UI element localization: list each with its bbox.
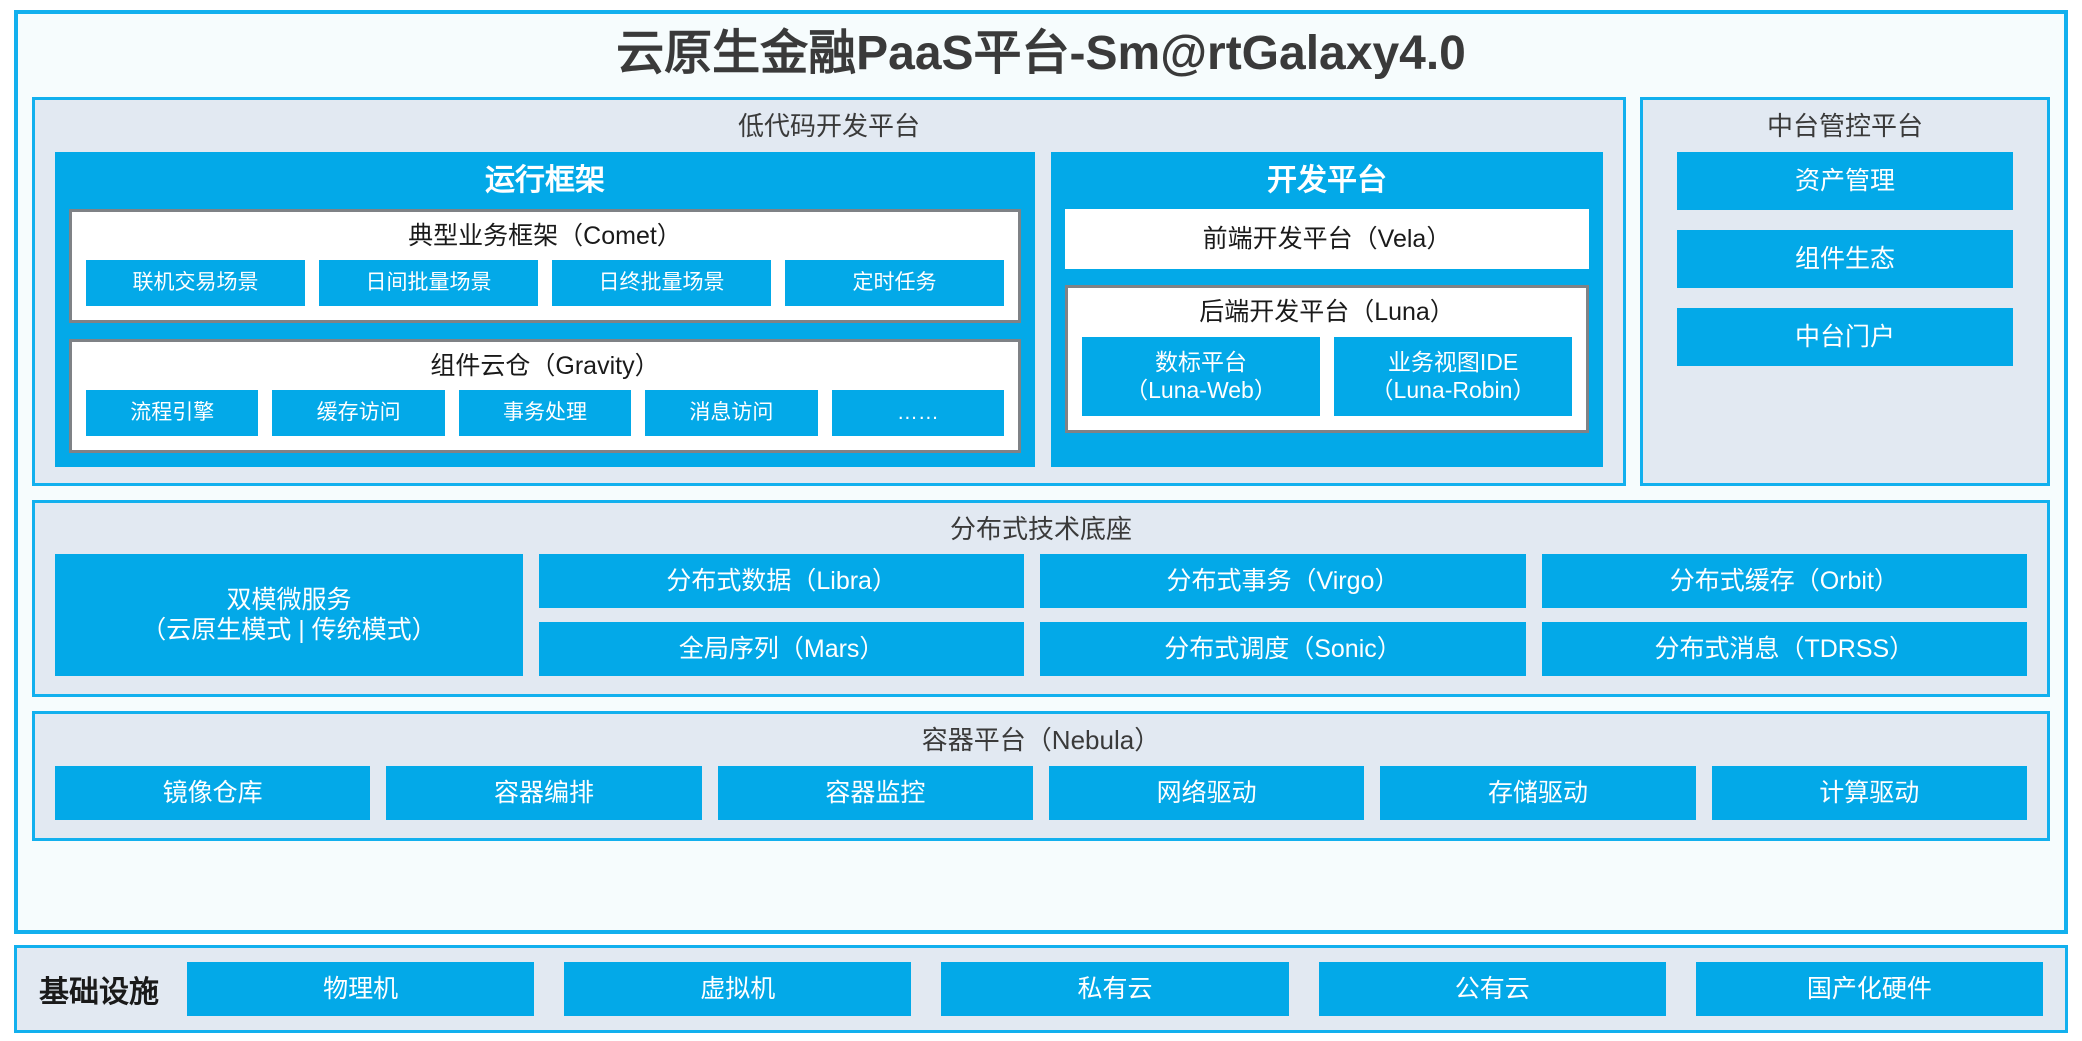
chip-luna-robin-line1: 业务视图IDE: [1387, 349, 1519, 376]
comet-items: 联机交易场景 日间批量场景 日终批量场景 定时任务: [86, 260, 1004, 306]
container-platform-title: 容器平台（Nebula）: [921, 725, 1161, 756]
chip-comet-2[interactable]: 日终批量场景: [552, 260, 771, 306]
dist-microservice-col: 双模微服务 （云原生模式 | 传统模式）: [55, 554, 523, 677]
section-distributed-base: 分布式技术底座 双模微服务 （云原生模式 | 传统模式） 分布式数据（Libra…: [32, 499, 2050, 698]
distributed-base-title: 分布式技术底座: [949, 513, 1132, 544]
gravity-title: 组件云仓（Gravity）: [430, 351, 660, 380]
section-lowcode-platform: 低代码开发平台 运行框架 典型业务框架（Comet） 联机交易场景 日间批量场景…: [32, 96, 1626, 486]
luna-items: 数标平台 （Luna-Web） 业务视图IDE （Luna-Robin）: [1082, 337, 1572, 417]
chip-gravity-0[interactable]: 流程引擎: [86, 390, 259, 436]
chip-infra-4[interactable]: 国产化硬件: [1695, 962, 2044, 1016]
chip-luna-web-line2: （Luna-Web）: [1125, 376, 1277, 403]
card-comet: 典型业务框架（Comet） 联机交易场景 日间批量场景 日终批量场景 定时任务: [69, 208, 1021, 323]
lowcode-platform-body: 运行框架 典型业务框架（Comet） 联机交易场景 日间批量场景 日终批量场景 …: [35, 151, 1623, 467]
luna-title: 后端开发平台（Luna）: [1199, 298, 1455, 327]
chip-nebula-2[interactable]: 容器监控: [717, 766, 1033, 821]
infrastructure-label: 基础设施: [39, 976, 159, 1009]
chip-luna-web[interactable]: 数标平台 （Luna-Web）: [1082, 337, 1320, 417]
container-platform-items: 镜像仓库 容器编排 容器监控 网络驱动 存储驱动 计算驱动: [35, 766, 2047, 824]
chip-infra-1[interactable]: 虚拟机: [564, 962, 912, 1016]
chip-microservice-line2: （云原生模式 | 传统模式）: [141, 616, 437, 645]
chip-nebula-1[interactable]: 容器编排: [386, 766, 702, 821]
chip-nebula-3[interactable]: 网络驱动: [1048, 766, 1365, 821]
page-title: 云原生金融PaaS平台-Sm@rtGalaxy4.0: [616, 27, 1466, 80]
chip-dist-sonic[interactable]: 分布式调度（Sonic）: [1040, 622, 1526, 677]
section-midctrl-platform: 中台管控平台 资产管理 组件生态 中台门户: [1640, 96, 2050, 486]
chip-infra-3[interactable]: 公有云: [1318, 962, 1666, 1016]
development-platform-title: 开发平台: [1267, 163, 1387, 197]
chip-dist-tdrss[interactable]: 分布式消息（TDRSS）: [1541, 622, 2027, 677]
chip-dist-virgo[interactable]: 分布式事务（Virgo）: [1040, 554, 1526, 609]
chip-dist-orbit[interactable]: 分布式缓存（Orbit）: [1541, 554, 2027, 609]
gravity-items: 流程引擎 缓存访问 事务处理 消息访问 ……: [86, 390, 1005, 436]
lowcode-platform-title: 低代码开发平台: [737, 110, 920, 141]
chip-luna-robin[interactable]: 业务视图IDE （Luna-Robin）: [1334, 337, 1572, 417]
top-row: 低代码开发平台 运行框架 典型业务框架（Comet） 联机交易场景 日间批量场景…: [32, 96, 2050, 486]
chip-gravity-2[interactable]: 事务处理: [458, 390, 632, 436]
dist-col-2: 分布式事务（Virgo） 分布式调度（Sonic）: [1040, 554, 1526, 677]
chip-dual-mode-microservice[interactable]: 双模微服务 （云原生模式 | 传统模式）: [55, 554, 523, 677]
dist-col-3: 分布式缓存（Orbit） 分布式消息（TDRSS）: [1541, 554, 2027, 677]
chip-midctrl-1[interactable]: 组件生态: [1677, 229, 2013, 288]
infrastructure-items: 物理机 虚拟机 私有云 公有云 国产化硬件: [187, 962, 2044, 1016]
chip-luna-web-line1: 数标平台: [1154, 349, 1247, 376]
chip-comet-3[interactable]: 定时任务: [785, 260, 1004, 306]
chip-luna-robin-line2: （Luna-Robin）: [1370, 376, 1536, 403]
chip-gravity-3[interactable]: 消息访问: [645, 390, 818, 436]
panel-runtime-framework: 运行框架 典型业务框架（Comet） 联机交易场景 日间批量场景 日终批量场景 …: [55, 151, 1035, 467]
chip-nebula-5[interactable]: 计算驱动: [1711, 766, 2027, 821]
chip-midctrl-0[interactable]: 资产管理: [1677, 151, 2013, 210]
chip-infra-2[interactable]: 私有云: [941, 962, 1289, 1016]
dist-col-1: 分布式数据（Libra） 全局序列（Mars）: [539, 554, 1025, 677]
platform-frame: 云原生金融PaaS平台-Sm@rtGalaxy4.0 低代码开发平台 运行框架 …: [14, 10, 2068, 934]
midctrl-platform-title: 中台管控平台: [1766, 110, 1923, 141]
comet-title: 典型业务框架（Comet）: [408, 221, 682, 250]
chip-dist-libra[interactable]: 分布式数据（Libra）: [539, 554, 1025, 609]
midctrl-items: 资产管理 组件生态 中台门户: [1643, 151, 2047, 366]
card-gravity: 组件云仓（Gravity） 流程引擎 缓存访问 事务处理 消息访问 ……: [69, 338, 1021, 453]
chip-microservice-line1: 双模微服务: [226, 586, 352, 615]
chip-comet-0[interactable]: 联机交易场景: [86, 260, 305, 306]
chip-comet-1[interactable]: 日间批量场景: [319, 260, 538, 306]
section-container-platform: 容器平台（Nebula） 镜像仓库 容器编排 容器监控 网络驱动 存储驱动 计算…: [32, 711, 2050, 842]
card-vela[interactable]: 前端开发平台（Vela）: [1065, 208, 1589, 270]
panel-development-platform: 开发平台 前端开发平台（Vela） 后端开发平台（Luna） 数标平台 （Lun…: [1051, 151, 1603, 467]
chip-gravity-4[interactable]: ……: [831, 390, 1005, 436]
chip-nebula-0[interactable]: 镜像仓库: [55, 766, 371, 821]
runtime-framework-title: 运行框架: [485, 163, 605, 197]
card-luna: 后端开发平台（Luna） 数标平台 （Luna-Web）: [1065, 285, 1589, 434]
chip-infra-0[interactable]: 物理机: [187, 962, 535, 1016]
chip-midctrl-2[interactable]: 中台门户: [1677, 307, 2013, 366]
chip-dist-mars[interactable]: 全局序列（Mars）: [539, 622, 1025, 677]
chip-nebula-4[interactable]: 存储驱动: [1380, 766, 1696, 821]
distributed-base-body: 双模微服务 （云原生模式 | 传统模式） 分布式数据（Libra） 全局序列（M…: [35, 554, 2047, 680]
chip-gravity-1[interactable]: 缓存访问: [272, 390, 445, 436]
section-infrastructure: 基础设施 物理机 虚拟机 私有云 公有云 国产化硬件: [14, 945, 2068, 1033]
